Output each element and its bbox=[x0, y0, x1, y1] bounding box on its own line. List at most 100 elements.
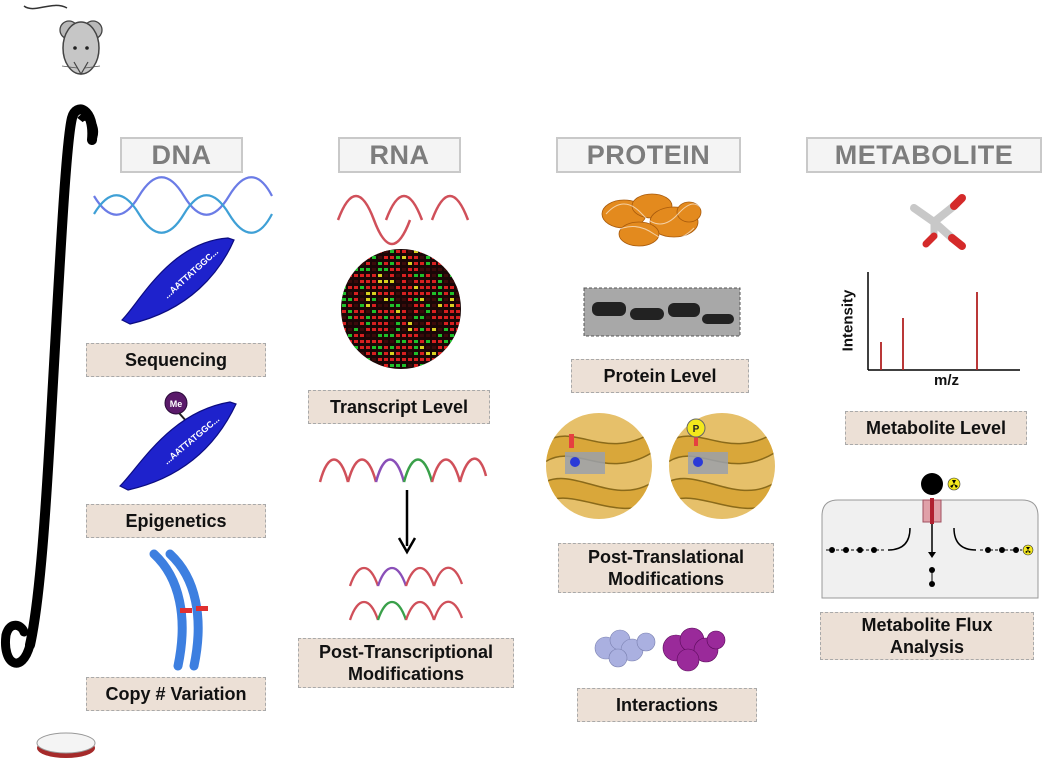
microarray-spot bbox=[450, 250, 454, 253]
microarray-spot bbox=[438, 346, 442, 349]
microarray-spot bbox=[456, 346, 460, 349]
microarray-spot bbox=[384, 316, 388, 319]
microarray-spot bbox=[342, 316, 346, 319]
microarray-spot bbox=[426, 262, 430, 265]
microarray-spot bbox=[354, 358, 358, 361]
microarray-spot bbox=[342, 274, 346, 277]
microarray-spot bbox=[438, 364, 442, 367]
microarray-spot bbox=[402, 334, 406, 337]
microarray-spot bbox=[438, 268, 442, 271]
microarray-spot bbox=[342, 262, 346, 265]
microarray-spot bbox=[432, 250, 436, 253]
microarray-spot bbox=[456, 328, 460, 331]
microarray-spot bbox=[384, 358, 388, 361]
microarray-spot bbox=[444, 286, 448, 289]
microarray-spot bbox=[348, 268, 352, 271]
microarray-spot bbox=[396, 268, 400, 271]
microarray-spot bbox=[456, 286, 460, 289]
microarray-spot bbox=[414, 262, 418, 265]
microarray-spot bbox=[438, 250, 442, 253]
chromosome-icon bbox=[149, 549, 208, 671]
microarray-spot bbox=[372, 346, 376, 349]
microarray-spot bbox=[444, 364, 448, 367]
microarray-spot bbox=[354, 250, 358, 253]
header-metabolite: METABOLITE bbox=[806, 137, 1042, 173]
microarray-spot bbox=[384, 346, 388, 349]
microarray-spot bbox=[444, 346, 448, 349]
microarray-spot bbox=[414, 304, 418, 307]
microarray-spot bbox=[432, 310, 436, 313]
microarray-spot bbox=[366, 280, 370, 283]
microarray-spot bbox=[342, 334, 346, 337]
microarray-spot bbox=[372, 286, 376, 289]
rna-spliced-variant-1 bbox=[348, 566, 464, 587]
microarray-spot bbox=[414, 256, 418, 259]
microarray-spot bbox=[384, 352, 388, 355]
microarray-spot bbox=[450, 322, 454, 325]
microarray-spot bbox=[396, 346, 400, 349]
microarray-spot bbox=[420, 334, 424, 337]
microarray-spot bbox=[366, 346, 370, 349]
microarray-spot bbox=[366, 292, 370, 295]
microarray-spot bbox=[348, 358, 352, 361]
microarray-spot bbox=[348, 322, 352, 325]
microarray-spot bbox=[390, 322, 394, 325]
microarray-spot bbox=[438, 322, 442, 325]
microarray-spot bbox=[348, 328, 352, 331]
microarray-spot bbox=[420, 340, 424, 343]
microarray-spot bbox=[384, 292, 388, 295]
microarray-spot bbox=[354, 328, 358, 331]
metabolite-level-label: Metabolite Level bbox=[845, 411, 1027, 445]
microarray-spot bbox=[426, 292, 430, 295]
microarray-spot bbox=[378, 364, 382, 367]
microarray-spot bbox=[450, 310, 454, 313]
microarray-spot bbox=[456, 340, 460, 343]
microarray-spot bbox=[420, 358, 424, 361]
microarray-spot bbox=[396, 298, 400, 301]
epigenetics-label: Epigenetics bbox=[86, 504, 266, 538]
microarray-spot bbox=[366, 328, 370, 331]
microarray-spot bbox=[342, 340, 346, 343]
microarray-spot bbox=[402, 280, 406, 283]
microarray-spot bbox=[360, 316, 364, 319]
microarray-spot bbox=[408, 316, 412, 319]
microarray-spot bbox=[402, 346, 406, 349]
microarray-spot bbox=[420, 322, 424, 325]
microarray-spot bbox=[372, 316, 376, 319]
microarray-spot bbox=[372, 328, 376, 331]
microarray-spot bbox=[408, 298, 412, 301]
microarray-spot bbox=[354, 316, 358, 319]
microarray-spot bbox=[420, 352, 424, 355]
microarray-spot bbox=[360, 250, 364, 253]
microarray-spot bbox=[414, 280, 418, 283]
microarray-spot bbox=[408, 262, 412, 265]
molecule-icon bbox=[910, 194, 966, 250]
mouse-icon bbox=[23, 4, 103, 76]
microarray-spot bbox=[372, 364, 376, 367]
microarray-spot bbox=[360, 286, 364, 289]
microarray-spot bbox=[456, 262, 460, 265]
microarray-spot bbox=[432, 274, 436, 277]
microarray-spot bbox=[426, 298, 430, 301]
microarray-spot bbox=[456, 364, 460, 367]
microarray-spot bbox=[408, 328, 412, 331]
microarray-spot bbox=[378, 316, 382, 319]
microarray-spot bbox=[402, 316, 406, 319]
microarray-spot bbox=[354, 256, 358, 259]
microarray-spot bbox=[456, 256, 460, 259]
microarray-spot bbox=[384, 304, 388, 307]
microarray-spot bbox=[438, 316, 442, 319]
microarray-spot bbox=[426, 328, 430, 331]
microarray-spot bbox=[444, 352, 448, 355]
microarray-spot bbox=[444, 304, 448, 307]
microarray-spot bbox=[414, 358, 418, 361]
microarray-spot bbox=[402, 322, 406, 325]
processing-arrow bbox=[397, 490, 417, 555]
microarray-spot bbox=[420, 262, 424, 265]
microarray-spot bbox=[360, 280, 364, 283]
microarray-spot bbox=[450, 262, 454, 265]
copy-number-label: Copy # Variation bbox=[86, 677, 266, 711]
microarray-spot bbox=[342, 256, 346, 259]
microarray-spot bbox=[426, 340, 430, 343]
microarray-spot bbox=[408, 304, 412, 307]
